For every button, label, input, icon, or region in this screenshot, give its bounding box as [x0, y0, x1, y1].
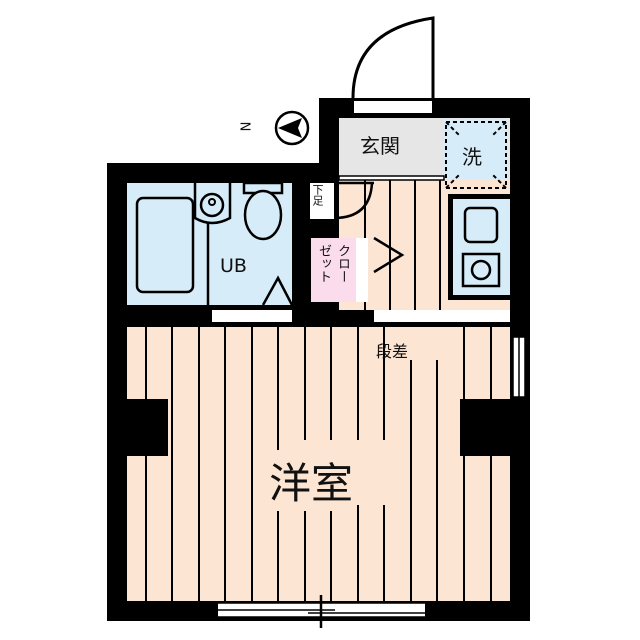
- bathroom-label: UB: [220, 255, 247, 277]
- compass-north-label: N: [239, 121, 255, 132]
- entrance-label: 玄関: [360, 134, 400, 158]
- washer-label: 洗: [462, 145, 482, 169]
- closet-label-line2: ゼット: [316, 244, 331, 283]
- shoe-box-label: 下足: [311, 184, 324, 206]
- closet-label-line1: クロー: [335, 244, 350, 283]
- step-note-label: 段差: [376, 342, 409, 361]
- western-room-label: 洋室: [267, 450, 356, 511]
